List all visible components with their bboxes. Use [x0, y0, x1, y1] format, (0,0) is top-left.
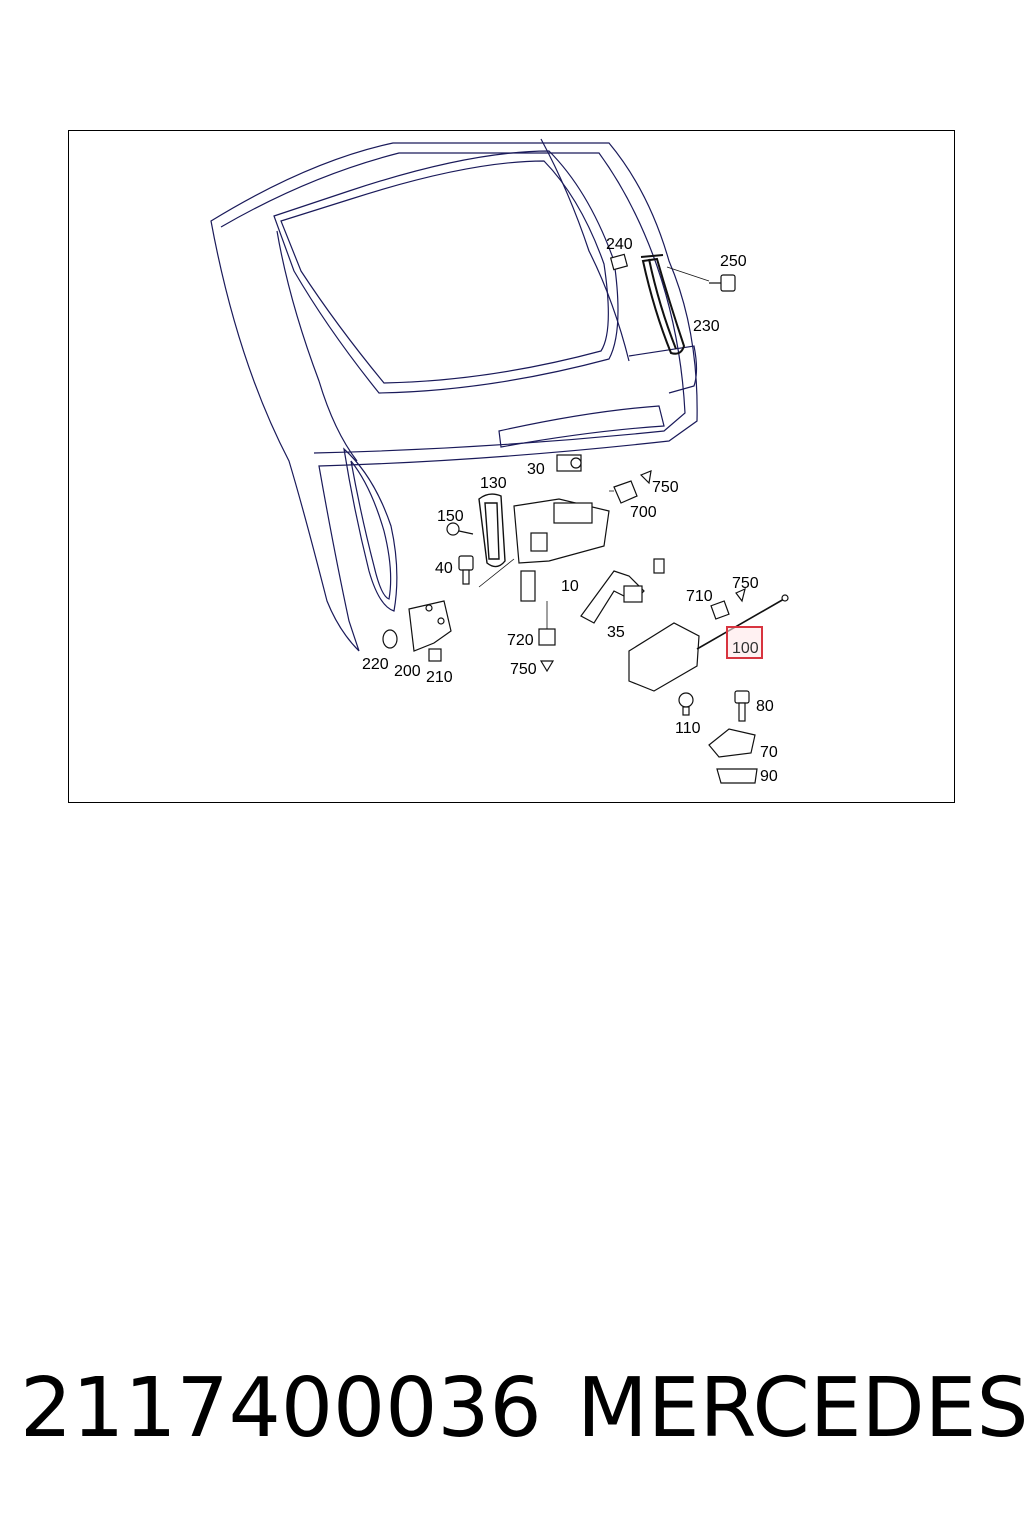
- callout-710: 710: [686, 588, 713, 605]
- part-750-clip-right: [735, 587, 746, 603]
- part-number: 2117400036: [20, 1361, 542, 1456]
- callout-90: 90: [760, 768, 778, 785]
- callout-labels: 240 250 230 130 30 750 700 150 40 10 710…: [362, 236, 778, 785]
- part-10-lock: [478, 498, 610, 602]
- callout-130: 130: [480, 475, 507, 492]
- part-710-bushing: [710, 600, 730, 620]
- part-700-bushing: [609, 480, 638, 504]
- callout-30: 30: [527, 461, 545, 478]
- callout-700: 700: [630, 504, 657, 521]
- part-240-clip: [609, 253, 629, 271]
- part-130-handle: [478, 493, 506, 568]
- callout-210: 210: [426, 669, 453, 686]
- highlight-100[interactable]: 100: [726, 626, 763, 659]
- part-210-bush: [428, 648, 442, 662]
- part-750-clip-top: [639, 470, 652, 485]
- callout-220: 220: [362, 656, 389, 673]
- part-230-cable: [640, 254, 686, 355]
- callout-150: 150: [437, 508, 464, 525]
- part-35-lever: [580, 558, 665, 624]
- callout-250: 250: [720, 253, 747, 270]
- part-80-bolt: [734, 690, 750, 722]
- part-750-clip-bottom: [539, 660, 555, 673]
- callout-230: 230: [693, 318, 720, 335]
- part-40-bolt: [458, 555, 474, 585]
- part-100-actuator: [628, 594, 789, 692]
- callout-80: 80: [756, 698, 774, 715]
- part-150-screw: [446, 522, 474, 536]
- part-70-bracket: [708, 728, 756, 758]
- part-200-bracket: [408, 600, 452, 652]
- callout-110: 110: [675, 720, 701, 737]
- part-720-adapter: [538, 601, 556, 646]
- part-30-switch: [556, 454, 582, 472]
- part-250-bolt: [666, 266, 736, 292]
- callout-70: 70: [760, 744, 778, 761]
- callout-750-c: 750: [510, 661, 537, 678]
- highlight-box: [726, 626, 763, 659]
- callout-200: 200: [394, 663, 421, 680]
- brand-name: MERCEDES: [577, 1361, 1024, 1456]
- callout-40: 40: [435, 560, 453, 577]
- diagram-frame: 240 250 230 130 30 750 700 150 40 10 710…: [68, 130, 955, 803]
- callout-10: 10: [561, 578, 579, 595]
- callout-35: 35: [607, 624, 625, 641]
- part-110-bolt: [678, 692, 694, 716]
- parts-diagram: 240 250 230 130 30 750 700 150 40 10 710…: [210, 138, 789, 785]
- part-220-washer: [382, 629, 398, 649]
- part-90-plate: [716, 768, 758, 784]
- callout-240: 240: [606, 236, 633, 253]
- tailgate-outline: [210, 138, 698, 652]
- callout-750-a: 750: [652, 479, 679, 496]
- callout-720: 720: [507, 632, 534, 649]
- callout-100: 100: [732, 640, 759, 657]
- callout-750-b: 750: [732, 575, 759, 592]
